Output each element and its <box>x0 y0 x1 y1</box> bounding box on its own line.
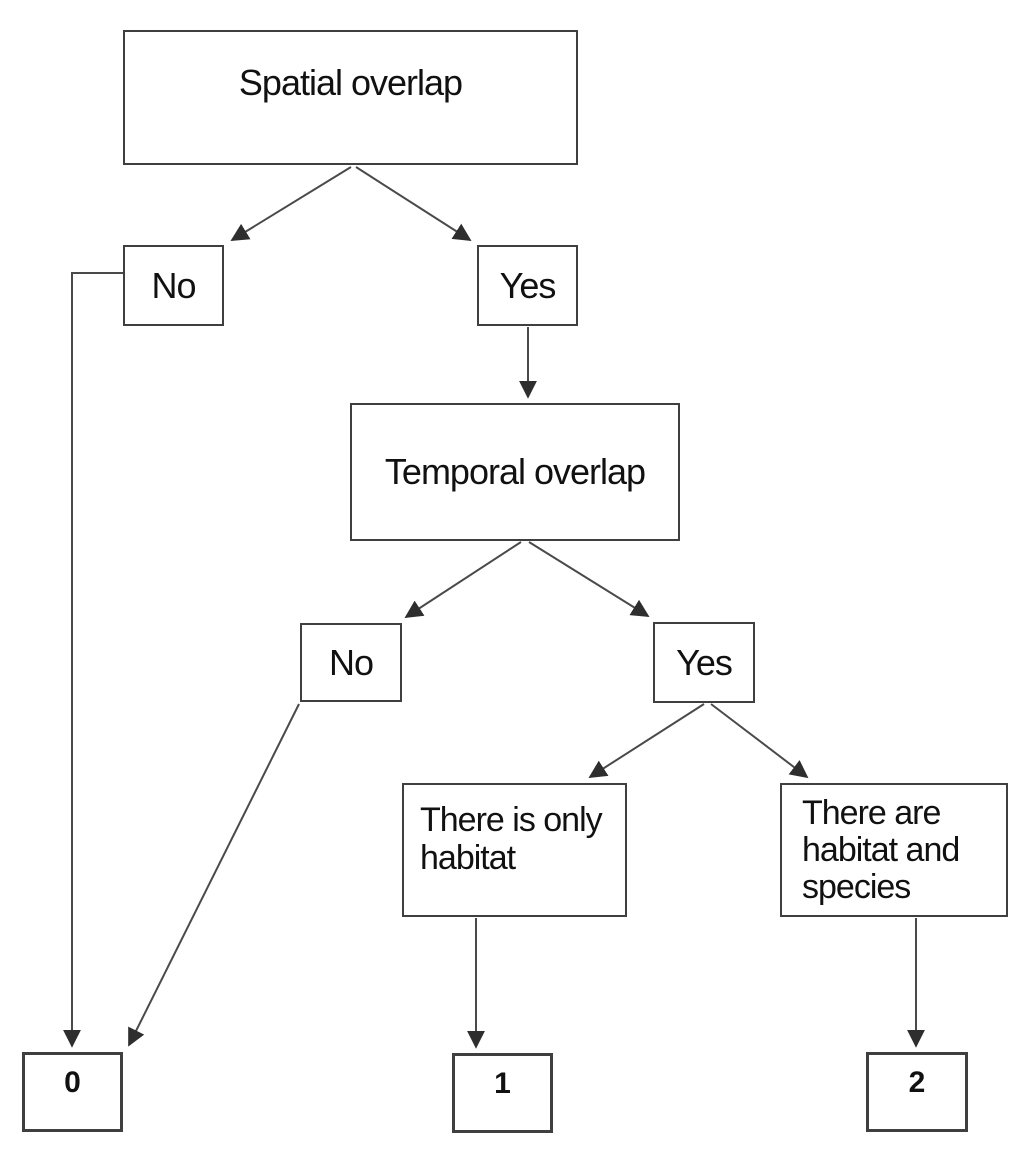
node-temporal-overlap: Temporal overlap <box>350 403 680 541</box>
edge-temporal-yes-to-habitat-species <box>710 703 809 779</box>
node-outcome-0-label: 0 <box>64 1066 81 1099</box>
node-habitat-and-species: There are habitat and species <box>780 783 1008 917</box>
node-habitat-only: There is only habitat <box>402 783 627 917</box>
node-outcome-1-label: 1 <box>494 1067 511 1100</box>
node-habitat-and-species-label: There are habitat and species <box>802 794 960 906</box>
edge-temporal-to-yes <box>528 541 650 617</box>
node-temporal-yes-label: Yes <box>676 641 733 683</box>
node-temporal-no: No <box>300 623 402 702</box>
node-habitat-only-label: There is only habitat <box>420 801 603 877</box>
node-spatial-no: No <box>123 245 224 326</box>
edge-temporal-to-no <box>404 541 522 618</box>
edge-no-to-outcome-0 <box>63 272 123 1048</box>
node-spatial-overlap-label: Spatial overlap <box>238 62 463 103</box>
node-outcome-2: 2 <box>866 1052 968 1132</box>
node-temporal-yes: Yes <box>653 622 755 703</box>
node-outcome-2-label: 2 <box>908 1066 926 1099</box>
node-outcome-1: 1 <box>452 1053 553 1133</box>
node-outcome-0: 0 <box>22 1052 123 1132</box>
node-spatial-overlap: Spatial overlap <box>123 30 578 165</box>
edge-temporal-no-to-outcome-0 <box>128 703 300 1047</box>
node-spatial-yes: Yes <box>477 245 578 326</box>
edge-spatial-to-yes <box>355 166 472 241</box>
node-spatial-no-label: No <box>151 264 196 306</box>
edge-temporal-yes-to-habitat-only <box>588 703 705 778</box>
node-temporal-overlap-label: Temporal overlap <box>384 451 646 493</box>
edge-spatial-to-no <box>230 166 352 241</box>
node-temporal-no-label: No <box>328 641 374 683</box>
node-spatial-yes-label: Yes <box>499 264 557 306</box>
